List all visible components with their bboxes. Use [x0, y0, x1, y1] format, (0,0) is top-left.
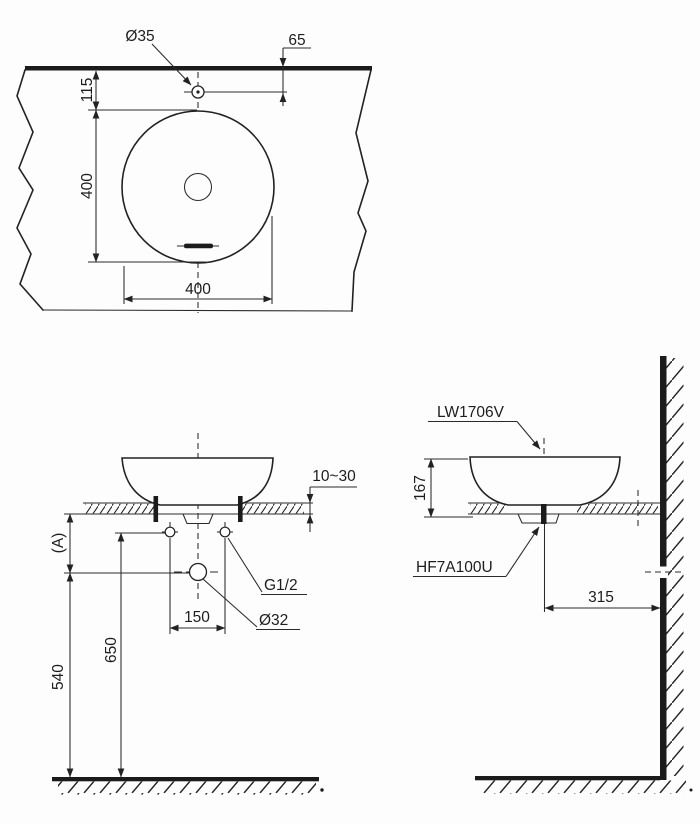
basin-bowl-front: [121, 457, 274, 506]
break-line-right: [351, 69, 372, 312]
dim-edge-to-faucet: 65: [288, 32, 305, 49]
dim-drain-to-wall: 315: [588, 589, 614, 606]
wall-hatch: [666, 358, 684, 776]
dim-supply-spacing: 150: [184, 609, 210, 626]
overflow-slot: [184, 243, 213, 249]
drain-leader: [202, 578, 258, 628]
drain-fitting-leader: [505, 526, 540, 577]
supply-leader: [227, 537, 263, 593]
drain-hole-circle: [183, 172, 213, 202]
faucet-hole-center: [196, 90, 200, 94]
dim-supply-height: 650: [103, 637, 120, 663]
counter-front-line: [42, 309, 353, 312]
faucet-leader: [151, 43, 192, 86]
model-label: LW1706V: [437, 404, 505, 421]
drain-dia-label: Ø32: [259, 612, 288, 629]
dim-edge-to-basin: 115: [79, 78, 96, 103]
side-view: LW1706V 167 HF7A100U 315: [412, 356, 693, 794]
break-line-left: [16, 69, 45, 312]
floor-end-dot-front: [320, 788, 324, 792]
drain-hole-front: [188, 562, 208, 582]
floor-line-side: [475, 776, 660, 781]
dim-ref-height: (A): [50, 533, 67, 554]
dim-drain-height: 540: [50, 664, 67, 690]
drain-cup-front: [182, 513, 214, 525]
model-leader: [516, 421, 541, 450]
supply-hole-left: [164, 526, 176, 538]
dim-basin-depth: 400: [79, 173, 96, 199]
counter-hatch-side-right: [577, 503, 658, 514]
drain-fitting-label: HF7A100U: [416, 559, 493, 576]
dim-basin-width: 400: [185, 281, 211, 298]
dim-counter-thickness: 10~30: [312, 468, 356, 485]
mount-bolt-left: [153, 496, 159, 522]
counter-hatch-left: [85, 503, 157, 514]
supply-hole-right: [219, 526, 231, 538]
front-view: G1/2 Ø32 150 (A) 540 650 10~30: [50, 433, 357, 795]
counter-hatch-side-left: [470, 503, 506, 514]
counter-hatch-right: [241, 503, 304, 514]
basin-bowl-side: [469, 456, 621, 506]
wall-outlet-gap: [657, 566, 668, 578]
top-view: Ø35 65 115 400 400: [16, 28, 372, 313]
dim-basin-height: 167: [412, 475, 429, 501]
floor-line-front: [52, 777, 319, 782]
floor-hatch-front: [58, 781, 316, 795]
supply-thread-label: G1/2: [264, 577, 298, 594]
counter-back-edge: [25, 66, 372, 71]
drain-stub: [541, 504, 547, 524]
faucet-hole-dia-label: Ø35: [125, 28, 154, 45]
drain-cup-side: [517, 513, 560, 524]
floor-hatch-side: [481, 780, 686, 794]
floor-end-dot-side: [689, 788, 693, 792]
mount-bolt-right: [238, 496, 243, 522]
